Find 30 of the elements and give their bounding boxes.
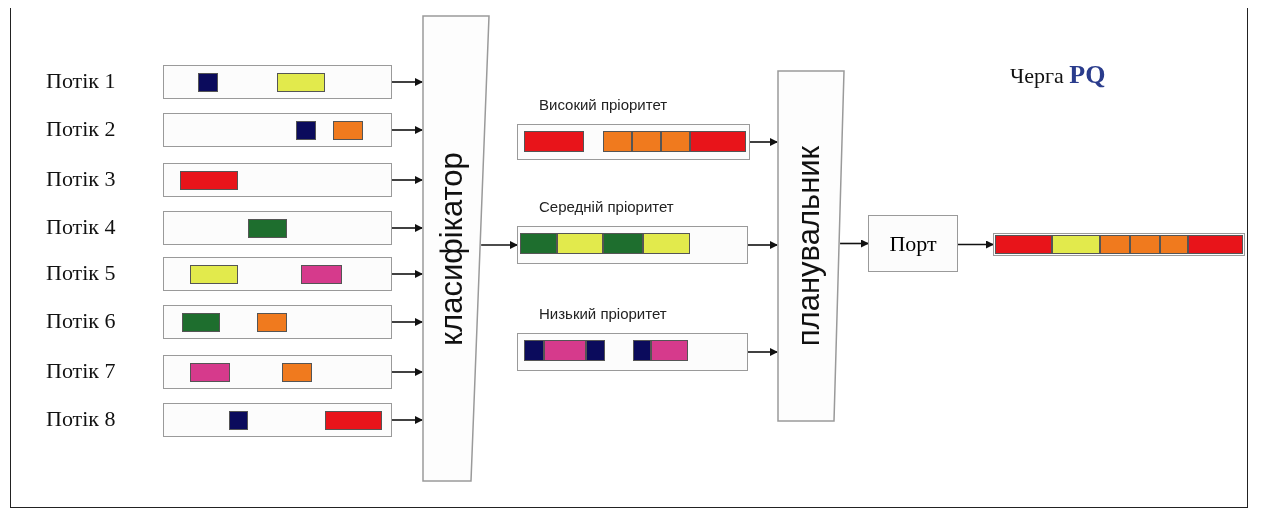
arrow	[747, 348, 778, 356]
flow-label: Потік 6	[46, 308, 116, 334]
port-box: Порт	[868, 215, 958, 272]
output-queue-bar	[993, 233, 1245, 256]
flow-label: Потік 7	[46, 358, 116, 384]
arrow	[957, 240, 994, 249]
queue-label: Середній пріоритет	[539, 198, 674, 215]
arrow	[391, 126, 423, 134]
arrow	[747, 241, 778, 249]
queue-title: Черга PQ	[1010, 60, 1106, 90]
arrow	[749, 138, 778, 146]
arrow	[839, 239, 869, 248]
arrow	[391, 270, 423, 278]
flow-label: Потік 4	[46, 214, 116, 240]
arrow	[480, 241, 518, 249]
arrow	[391, 176, 423, 184]
arrow	[391, 224, 423, 232]
flow-label: Потік 2	[46, 116, 116, 142]
arrow	[391, 78, 423, 86]
block-label: планувальник	[790, 145, 827, 347]
flow-label: Потік 5	[46, 260, 116, 286]
flow-label: Потік 1	[46, 68, 116, 94]
arrow	[391, 318, 423, 326]
flow-label: Потік 3	[46, 166, 116, 192]
arrow	[391, 416, 423, 424]
flow-label: Потік 8	[46, 406, 116, 432]
queue-label: Низький пріоритет	[539, 305, 667, 322]
arrow	[391, 368, 423, 376]
block-label: класифікатор	[433, 151, 470, 346]
queue-label: Високий пріоритет	[539, 96, 668, 113]
